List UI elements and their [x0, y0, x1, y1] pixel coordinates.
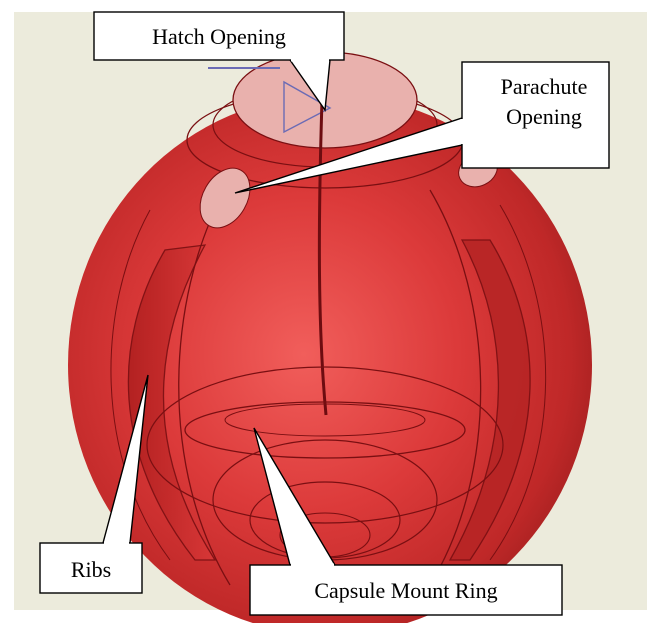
parachute-opening-label-line2: Opening — [506, 104, 582, 129]
capsule-mount-ring-label: Capsule Mount Ring — [314, 578, 497, 603]
parachute-opening-label-line1: Parachute — [501, 74, 588, 99]
hatch-opening-label: Hatch Opening — [152, 24, 286, 49]
ribs-label: Ribs — [71, 557, 111, 582]
